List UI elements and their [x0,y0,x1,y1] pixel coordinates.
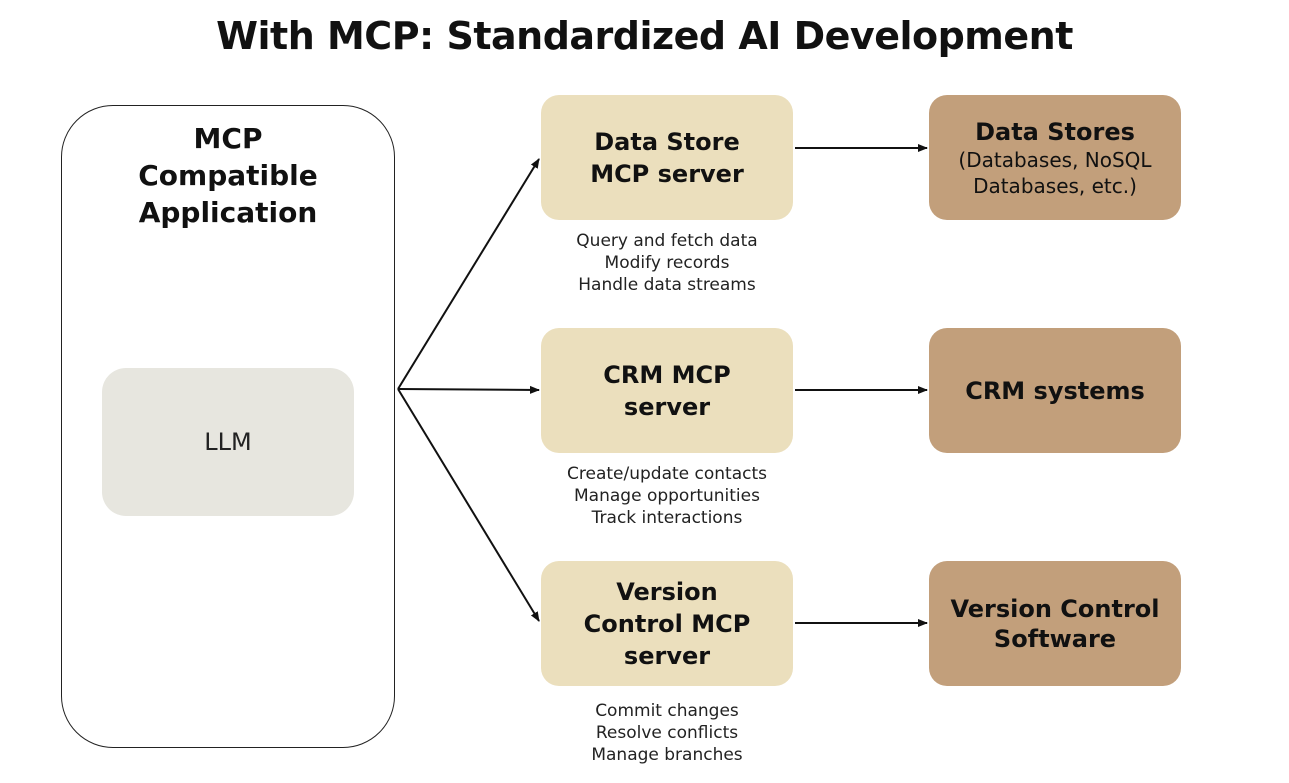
version-control-capabilities: Commit changes Resolve conflicts Manage … [521,700,813,766]
capability-item: Modify records [604,253,730,273]
application-title-line: MCP [193,122,263,155]
target-subtitle-line: (Databases, NoSQL [958,147,1152,172]
server-name-line: server [623,392,711,421]
server-name-line: MCP server [590,159,744,188]
arrow-app-to-crm-server [397,385,540,394]
arrow-app-to-version-control-server [397,388,540,622]
llm-box: LLM [102,368,354,516]
capability-item: Manage branches [591,745,743,765]
llm-label: LLM [204,428,252,456]
target-title-line: Version Control [950,594,1160,623]
capability-item: Handle data streams [578,275,756,295]
version-control-mcp-server-box: Version Control MCP server [541,561,793,686]
target-title: CRM systems [965,376,1145,405]
target-title: Data Stores [975,117,1135,146]
capability-item: Manage opportunities [574,486,760,506]
arrow-app-to-data-store-server [397,158,540,390]
server-name-line: CRM MCP [603,360,731,389]
data-stores-box: Data Stores (Databases, NoSQL Databases,… [929,95,1181,220]
server-name-line: Control MCP [583,609,751,638]
target-title-line: Software [993,624,1117,653]
capability-item: Resolve conflicts [595,723,739,743]
capability-item: Create/update contacts [567,464,767,484]
capability-item: Track interactions [591,508,743,528]
server-name-line: Version [616,577,718,606]
server-name-line: server [623,641,711,670]
data-store-capabilities: Query and fetch data Modify records Hand… [521,230,813,296]
server-name-line: Data Store [594,127,740,156]
crm-capabilities: Create/update contacts Manage opportunit… [521,463,813,529]
crm-systems-box: CRM systems [929,328,1181,453]
application-title-line: Application [138,196,318,229]
version-control-software-box: Version Control Software [929,561,1181,686]
target-subtitle-line: Databases, etc.) [973,173,1137,198]
capability-item: Query and fetch data [576,231,758,251]
diagram-title: With MCP: Standardized AI Development [216,14,1073,58]
application-title-line: Compatible [138,159,318,192]
data-store-mcp-server-box: Data Store MCP server [541,95,793,220]
capability-item: Commit changes [595,701,739,721]
crm-mcp-server-box: CRM MCP server [541,328,793,453]
application-title: MCP Compatible Application [61,120,395,231]
